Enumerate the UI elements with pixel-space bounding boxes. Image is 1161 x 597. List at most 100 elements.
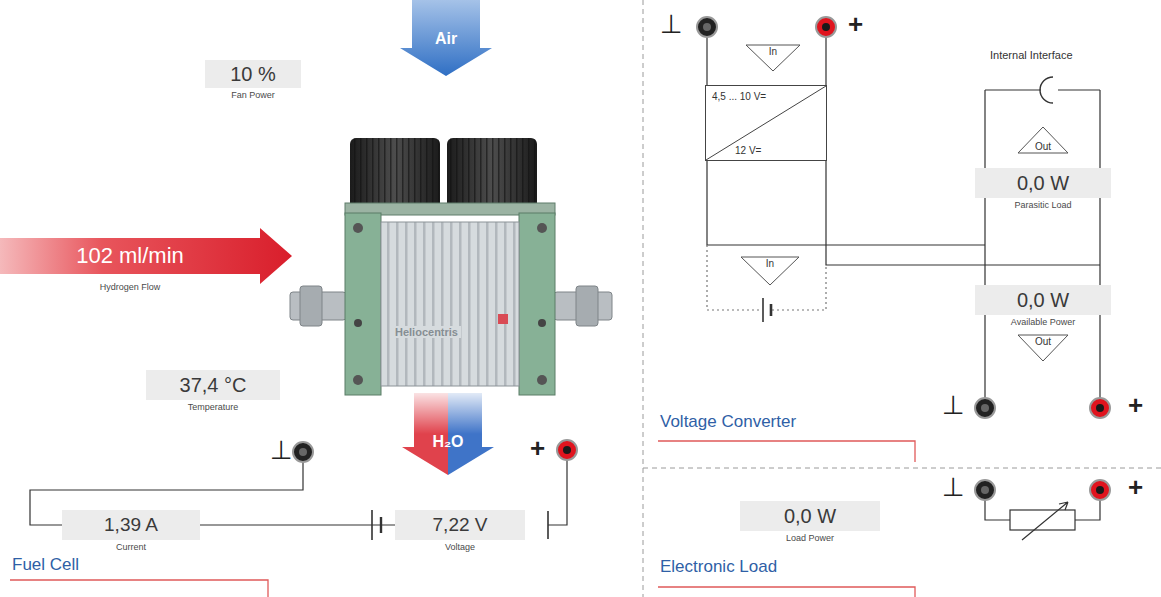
caption: Hydrogen Flow: [0, 282, 260, 292]
port-triangle: [1018, 335, 1068, 361]
terminal-black: [981, 404, 989, 412]
bolt: [353, 375, 363, 385]
flow-arrow: Air: [400, 0, 492, 76]
fuel-cell-illustration: [290, 138, 612, 395]
terminal-black: [975, 480, 995, 500]
flow-arrow: H₂O: [402, 393, 494, 475]
wire-connector: [200, 524, 395, 525]
section-underline: [10, 580, 268, 597]
interface-socket: [1040, 77, 1053, 103]
terminal-black: [293, 442, 313, 462]
value-text: 0,0 W: [1017, 172, 1069, 195]
gas-fitting: [576, 286, 598, 326]
port-label: Out: [1017, 336, 1069, 347]
terminal-red: [1090, 398, 1110, 418]
fan: [350, 138, 440, 210]
value-display: 0,0 WAvailable Power: [975, 285, 1111, 315]
terminal-sign: +: [530, 434, 545, 463]
wire: [548, 460, 567, 525]
terminal-black: [981, 486, 989, 494]
terminal-red: [822, 23, 830, 31]
divider-line: [643, 0, 644, 597]
section-title: Electronic Load: [660, 558, 777, 577]
value-display: 37,4 °CTemperature: [146, 370, 280, 400]
terminal-red: [563, 446, 571, 454]
fan: [350, 138, 440, 210]
caption: Temperature: [188, 402, 239, 412]
caption: Current: [116, 542, 146, 552]
terminal-red: [1096, 404, 1104, 412]
port-triangle: Out: [1017, 334, 1069, 362]
value-text: 10 %: [230, 63, 276, 86]
converter-text: 4,5 ... 10 V=: [711, 91, 767, 102]
value-box: 10 %: [205, 60, 301, 88]
arrow-shape: [402, 393, 494, 475]
port-label: In: [745, 46, 801, 57]
terminals: [293, 17, 1110, 500]
cell-stack: [381, 222, 519, 386]
value-box: 0,0 W: [975, 285, 1111, 315]
converter-diagonal: [706, 86, 826, 160]
flow-label: H₂O: [414, 433, 482, 451]
converter-box: 4,5 ... 10 V=12 V=: [705, 85, 827, 161]
terminal-black: [703, 23, 711, 31]
wire: [826, 37, 1100, 265]
section-underline: [658, 441, 915, 462]
terminal-sign: ⊥: [942, 391, 965, 420]
value-display: 0,0 WParasitic Load: [975, 168, 1111, 198]
terminal-black: [299, 448, 307, 456]
flow-label: Air: [412, 30, 480, 48]
port-triangle: [1018, 127, 1068, 153]
value-display: 10 %Fan Power: [205, 60, 301, 88]
end-plate: [519, 213, 555, 395]
port-triangle: Out: [1017, 126, 1069, 154]
arrow-shade: [402, 393, 494, 475]
value-box: 0,0 W: [740, 501, 880, 531]
cell-symbol: [547, 511, 549, 539]
terminal-sign: ⊥: [660, 10, 683, 39]
value-box: 1,39 A: [62, 510, 200, 540]
arrow-shape: [400, 0, 492, 76]
wire: [706, 37, 707, 85]
bolt: [353, 223, 363, 233]
wire: [707, 161, 985, 245]
watermark: Heliocentris: [392, 326, 461, 338]
terminal-sign: ⊥: [942, 473, 965, 502]
bolt: [537, 223, 547, 233]
port-triangle: In: [745, 44, 801, 72]
divider-line: [643, 468, 1161, 469]
fan: [447, 138, 537, 210]
terminal-black: [975, 398, 995, 418]
value-text: 0,0 W: [784, 505, 836, 528]
wire: [985, 90, 1100, 398]
value-text: 0,0 W: [1017, 289, 1069, 312]
value-box: 7,22 V: [395, 510, 525, 540]
value-text: 1,39 A: [104, 514, 158, 536]
section-underline: [658, 587, 915, 597]
logo-mark: [498, 314, 508, 324]
resistor-symbol: [1010, 510, 1075, 530]
wire-dotted: [707, 245, 826, 310]
section-title: Fuel Cell: [12, 556, 79, 575]
value-text: 37,4 °C: [180, 374, 247, 397]
bolt: [354, 319, 362, 327]
variable-arrow: [1022, 502, 1068, 540]
port-triangle: [746, 45, 800, 71]
caption: Parasitic Load: [1014, 200, 1071, 210]
bolt: [538, 319, 546, 327]
flow-value: 102 ml/min: [0, 243, 260, 269]
terminal-red: [557, 440, 577, 460]
port-label: In: [740, 258, 800, 269]
value-display: 1,39 ACurrent: [62, 510, 200, 540]
interface-label: Internal Interface: [990, 49, 1073, 61]
terminal-red: [1090, 480, 1110, 500]
bolt: [537, 375, 547, 385]
terminal-sign: +: [848, 10, 863, 39]
caption: Load Power: [786, 533, 834, 543]
terminal-sign: ⊥: [270, 436, 293, 465]
terminal-sign: +: [1128, 473, 1143, 502]
value-display: 7,22 VVoltage: [395, 510, 525, 540]
gas-fitting: [300, 286, 322, 326]
caption: Fan Power: [231, 90, 275, 100]
